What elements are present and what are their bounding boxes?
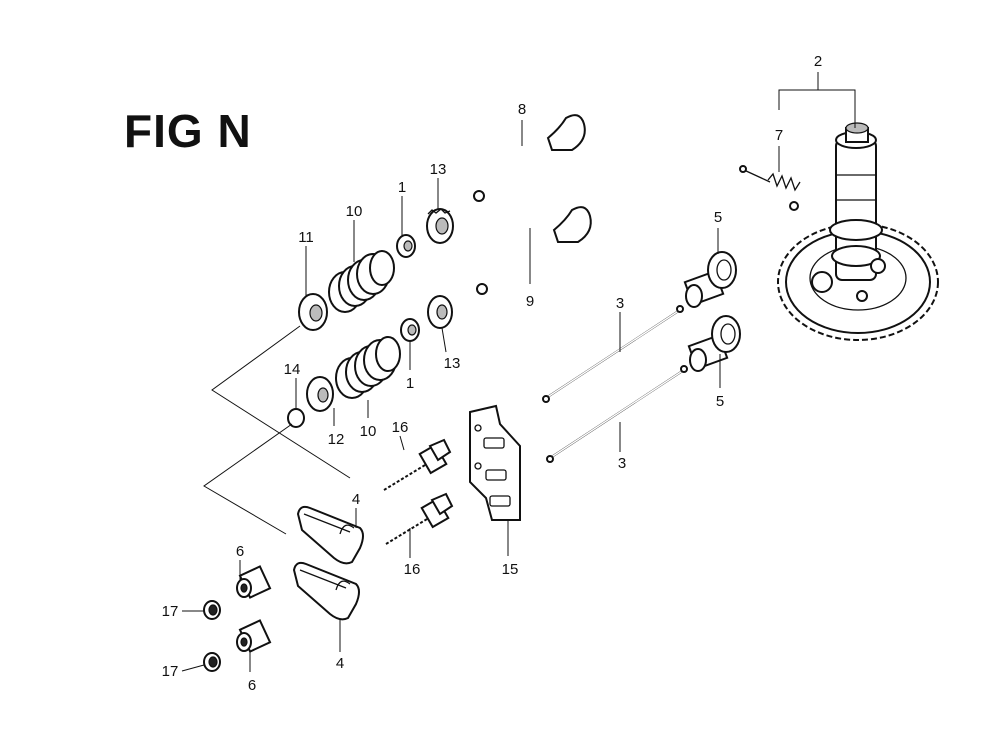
callout-6-lower: 6 xyxy=(248,677,256,694)
valve-spring-lower xyxy=(335,336,401,399)
valve-upper xyxy=(473,114,586,202)
callout-14: 14 xyxy=(284,361,301,378)
callout-5-lower: 5 xyxy=(716,393,724,410)
spring-retainer xyxy=(298,293,328,331)
callout-3-lower: 3 xyxy=(618,455,626,472)
rocker-arm-upper xyxy=(296,505,364,565)
callout-4-upper: 4 xyxy=(352,491,360,508)
pivot-bolt-upper xyxy=(383,438,452,491)
callout-9: 9 xyxy=(526,293,534,310)
push-rod-upper xyxy=(542,305,684,403)
callout-15: 15 xyxy=(502,561,519,578)
callout-1-lower: 1 xyxy=(406,375,414,392)
retainer-upper xyxy=(396,234,416,258)
rocker-pivot-upper xyxy=(236,565,272,599)
valve-spring-upper xyxy=(328,250,395,313)
callout-13-upper: 13 xyxy=(430,161,447,178)
callout-7: 7 xyxy=(775,127,783,144)
nut-upper xyxy=(203,600,221,620)
callout-11: 11 xyxy=(298,229,314,246)
callout-12: 12 xyxy=(328,431,345,448)
rocker-arm-lower xyxy=(292,561,360,621)
callout-4-lower: 4 xyxy=(336,655,344,672)
decompressor-spring xyxy=(739,165,801,211)
callout-3-upper: 3 xyxy=(616,295,624,312)
callout-16-lower: 16 xyxy=(404,561,421,578)
callout-1-upper: 1 xyxy=(398,179,406,196)
leader-lines xyxy=(181,72,856,672)
tappet-lower xyxy=(687,315,741,372)
rocker-pivot-lower xyxy=(236,619,272,653)
callout-17-lower: 17 xyxy=(162,663,179,680)
retainer-lower xyxy=(400,318,420,342)
valve-cap xyxy=(287,408,305,428)
callout-2: 2 xyxy=(814,53,822,70)
callout-16-upper: 16 xyxy=(392,419,409,436)
valve-rotator-upper xyxy=(426,208,454,244)
callout-10-upper: 10 xyxy=(346,203,363,220)
pivot-bolt-lower xyxy=(385,492,454,545)
figure-title: FIG N xyxy=(124,105,252,157)
callout-6-upper: 6 xyxy=(236,543,244,560)
valve-lower xyxy=(476,206,592,295)
guide-plate xyxy=(469,404,521,521)
callout-10-lower: 10 xyxy=(360,423,377,440)
push-rod-lower xyxy=(546,365,688,463)
callout-17-upper: 17 xyxy=(162,603,179,620)
camshaft-gear xyxy=(777,122,939,341)
assembly-guide-lines xyxy=(203,325,351,535)
callout-5-upper: 5 xyxy=(714,209,722,226)
spring-retainer-lower xyxy=(306,376,334,412)
nut-lower xyxy=(203,652,221,672)
tappet-upper xyxy=(683,251,737,308)
callout-8: 8 xyxy=(518,101,526,118)
valve-rotator-lower xyxy=(427,295,453,329)
callout-13-lower: 13 xyxy=(444,355,461,372)
callout-labels: 2 7 8 9 1 13 10 11 5 5 3 3 13 1 14 12 10… xyxy=(162,53,823,694)
